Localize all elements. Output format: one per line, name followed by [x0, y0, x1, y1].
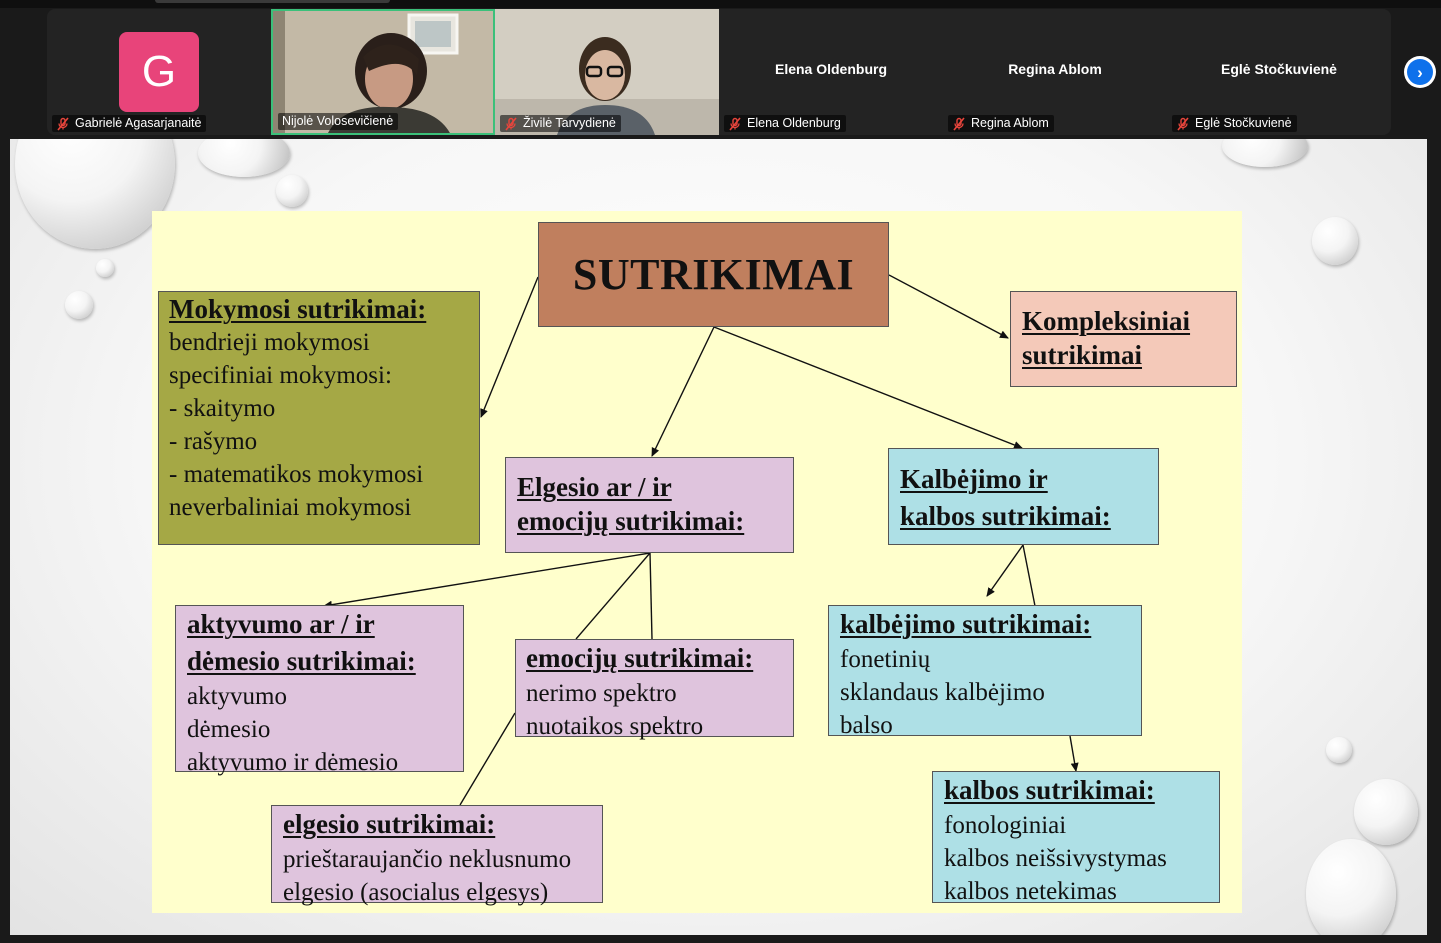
participant-display-name: Eglė Stočkuvienė: [1221, 61, 1337, 77]
box-line: bendrieji mokymosi: [169, 329, 370, 356]
box-heading: kalbos sutrikimai:: [944, 775, 1155, 805]
box-line: sklandaus kalbėjimo: [840, 679, 1045, 706]
participant-name-label: Gabrielė Agasarjanaitė: [52, 115, 207, 132]
muted-mic-icon: [729, 116, 741, 131]
box-heading: Kompleksiniai: [1022, 306, 1191, 336]
participant-name: Regina Ablom: [971, 116, 1049, 130]
participant-display-name: Elena Oldenburg: [774, 61, 887, 77]
box-line: prieštaraujančio neklusnumo: [283, 846, 572, 873]
box-line: neverbaliniai mokymosi: [169, 494, 412, 521]
participant-display-name: Regina Ablom: [1008, 61, 1102, 77]
box-heading: dėmesio sutrikimai:: [187, 646, 416, 676]
participant-name: Elena Oldenburg: [747, 116, 841, 130]
emotional-disorders-box: emocijų sutrikimai: nerimo spektro nuota…: [515, 639, 794, 740]
window-top-edge: [0, 0, 1441, 8]
diagram-title-box: SUTRIKIMAI: [538, 222, 889, 327]
water-drop-decoration: [276, 175, 308, 207]
water-drop-decoration: [1312, 217, 1358, 265]
box-heading: Kalbėjimo ir: [900, 464, 1048, 494]
box-line: balso: [840, 712, 893, 739]
participant-name: Živilė Tarvydienė: [523, 116, 616, 130]
muted-mic-icon: [1177, 116, 1189, 131]
box-heading: kalbėjimo sutrikimai:: [840, 609, 1092, 639]
box-heading: Elgesio ar / ir: [517, 472, 672, 502]
water-drop-decoration: [1306, 839, 1396, 935]
water-drop-decoration: [1326, 737, 1352, 763]
participant-tile-gabriele[interactable]: G Gabrielė Agasarjanaitė: [47, 9, 271, 135]
diagram-connectors: [323, 274, 1079, 806]
speaking-disorders-box: kalbėjimo sutrikimai: fonetinių sklandau…: [828, 605, 1142, 739]
box-heading: emocijų sutrikimai:: [526, 643, 754, 673]
box-heading: sutrikimai: [1022, 340, 1143, 370]
box-line: aktyvumo: [187, 683, 287, 710]
participant-name-label: Nijolė Volosevičienė: [278, 113, 399, 130]
participant-name-label: Eglė Stočkuvienė: [1172, 115, 1297, 132]
behavior-emotion-disorders-box: Elgesio ar / ir emocijų sutrikimai:: [505, 457, 794, 553]
muted-mic-icon: [505, 116, 517, 131]
box-line: - skaitymo: [169, 395, 276, 422]
muted-mic-icon: [57, 116, 69, 131]
participant-tile-zivile-video[interactable]: Živilė Tarvydienė: [495, 9, 719, 135]
participant-tile-elena[interactable]: Elena Oldenburg Elena Oldenburg: [719, 9, 943, 135]
participant-tile-regina[interactable]: Regina Ablom Regina Ablom: [943, 9, 1167, 135]
next-page-button[interactable]: ›: [1404, 56, 1436, 88]
complex-disorders-box: Kompleksiniai sutrikimai: [1010, 291, 1237, 387]
box-heading: emocijų sutrikimai:: [517, 506, 745, 536]
language-disorders-box: kalbos sutrikimai: fonologiniai kalbos n…: [932, 771, 1220, 905]
avatar: G: [119, 32, 199, 112]
box-line: nuotaikos spektro: [526, 713, 704, 740]
speech-language-disorders-box: Kalbėjimo ir kalbos sutrikimai:: [888, 448, 1159, 545]
muted-mic-icon: [953, 116, 965, 131]
participant-name-label: Elena Oldenburg: [724, 115, 846, 132]
shared-screen-slide: SUTRIKIMAI Mokymosi sutrikimai: bendriej…: [10, 139, 1427, 935]
box-heading: Mokymosi sutrikimai:: [169, 294, 427, 324]
behavior-disorders-box: elgesio sutrikimai: prieštaraujančio nek…: [271, 805, 603, 906]
box-line: elgesio (asocialus elgesys): [283, 879, 549, 906]
learning-disorders-box: Mokymosi sutrikimai: bendrieji mokymosi …: [158, 291, 480, 545]
box-line: specifiniai mokymosi:: [169, 362, 392, 389]
participant-name-label: Regina Ablom: [948, 115, 1054, 132]
box-heading: elgesio sutrikimai:: [283, 809, 496, 839]
water-drop-decoration: [1354, 779, 1418, 845]
top-toolbar-handle[interactable]: [155, 0, 390, 3]
box-line: nerimo spektro: [526, 680, 677, 707]
video-feed-nijole: [273, 11, 493, 133]
box-heading: kalbos sutrikimai:: [900, 501, 1111, 531]
box-line: kalbos netekimas: [944, 878, 1117, 905]
box-line: dėmesio: [187, 716, 271, 743]
box-line: aktyvumo ir dėmesio: [187, 749, 399, 776]
box-line: - matematikos mokymosi: [169, 461, 424, 488]
participant-name: Gabrielė Agasarjanaitė: [75, 116, 202, 130]
participant-tile-egle[interactable]: Eglė Stočkuvienė Eglė Stočkuvienė: [1167, 9, 1391, 135]
water-drop-decoration: [96, 259, 114, 277]
participant-name-label: Živilė Tarvydienė: [500, 115, 621, 132]
box-line: - rašymo: [169, 428, 258, 455]
box-heading: aktyvumo ar / ir: [187, 609, 375, 639]
diagram-title: SUTRIKIMAI: [572, 250, 855, 299]
water-drop-decoration: [65, 291, 93, 319]
box-line: fonetinių: [840, 646, 931, 673]
box-line: kalbos neišsivystymas: [944, 845, 1167, 872]
box-line: fonologiniai: [944, 812, 1067, 839]
attention-activity-disorders-box: aktyvumo ar / ir dėmesio sutrikimai: akt…: [175, 605, 464, 776]
chevron-right-icon: ›: [1407, 59, 1433, 85]
participant-name: Eglė Stočkuvienė: [1195, 116, 1292, 130]
water-drop-decoration: [198, 139, 290, 177]
participant-name: Nijolė Volosevičienė: [282, 114, 394, 128]
participant-tile-nijole-video[interactable]: Nijolė Volosevičienė: [271, 9, 495, 135]
